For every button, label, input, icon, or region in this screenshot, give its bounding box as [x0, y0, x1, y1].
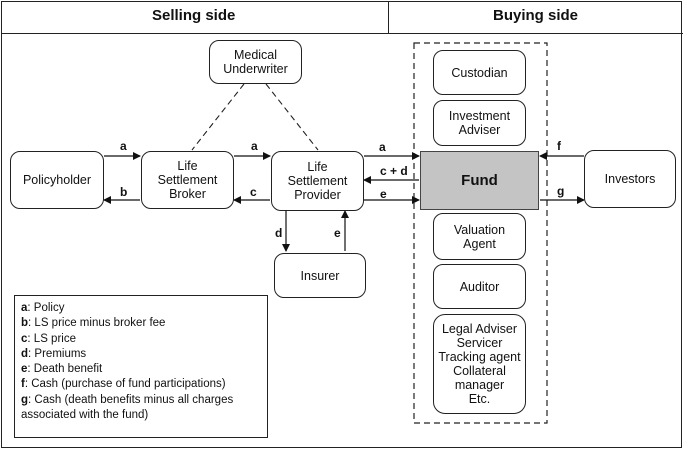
legend-row-a: a: Policy — [21, 301, 261, 316]
underwriter-provider-link — [265, 83, 319, 151]
servicer-label: Servicer — [456, 336, 503, 350]
legend-key: d — [21, 347, 29, 360]
fund-node: Fund — [420, 151, 539, 210]
label-ph-broker-bottom: b — [120, 185, 128, 199]
label-broker-provider-top: a — [251, 139, 258, 153]
investors-label: Investors — [604, 172, 656, 186]
valuation-agent-line2: Agent — [463, 236, 496, 251]
legend-text: : LS price — [27, 332, 76, 345]
legend-key: e — [21, 363, 28, 376]
legend-row-c: c: LS price — [21, 332, 261, 347]
legend-box: a: Policy b: LS price minus broker fee c… — [14, 295, 268, 438]
label-provider-fund-top: a — [379, 140, 386, 154]
insurer-label: Insurer — [300, 268, 340, 283]
legend-row-d: d: Premiums — [21, 347, 261, 362]
legend-key: b — [21, 317, 29, 330]
fund-label: Fund — [461, 172, 498, 189]
legend-text: : Premiums — [28, 347, 87, 360]
provider-line3: Provider — [294, 188, 341, 202]
insurer-node: Insurer — [274, 253, 366, 298]
valuation-agent-line1: Valuation — [453, 222, 506, 237]
auditor-node: Auditor — [433, 264, 526, 309]
buying-side-header: Buying side — [493, 7, 579, 24]
legend-text: : Policy — [27, 302, 65, 314]
legend-text: : Cash (purchase of fund participations) — [24, 378, 226, 391]
legend-row-e: e: Death benefit — [21, 362, 261, 377]
provider-line2: Settlement — [287, 174, 348, 188]
label-broker-provider-bottom: c — [250, 185, 257, 199]
legend-key: c — [21, 332, 28, 345]
selling-side-header: Selling side — [152, 7, 236, 24]
legend-key: g — [21, 393, 29, 406]
legal-adviser-label: Legal Adviser — [441, 322, 518, 336]
policyholder-label: Policyholder — [22, 173, 92, 187]
label-ph-broker-top: a — [120, 139, 127, 153]
label-provider-insurer: d — [275, 226, 283, 240]
legend-row-b: b: LS price minus broker fee — [21, 316, 261, 331]
label-insurer-provider: e — [334, 226, 341, 240]
legend-key: a — [21, 302, 28, 314]
auditor-label: Auditor — [459, 279, 500, 294]
investment-adviser-line1: Investment — [448, 109, 511, 123]
tracking-agent-label: Tracking agent — [438, 350, 521, 364]
header-divider — [388, 1, 389, 34]
legend-text: : LS price minus broker fee — [28, 317, 166, 330]
fund-structure-boundary — [413, 42, 548, 424]
collateral-line2: manager — [454, 378, 505, 392]
broker-line3: Broker — [169, 187, 206, 201]
legend-key: f — [21, 378, 25, 391]
header-separator — [1, 33, 683, 34]
label-fund-investors: g — [557, 184, 565, 198]
provider-line1: Life — [307, 160, 328, 174]
legend-row-g: g: Cash (death benefits minus all charge… — [21, 393, 261, 424]
label-investors-fund: f — [557, 139, 561, 153]
label-provider-fund-mid: c + d — [380, 164, 408, 178]
underwriter-broker-link — [191, 83, 245, 151]
legend-row-f: f: Cash (purchase of fund participations… — [21, 377, 261, 392]
medical-underwriter-line1: Medical — [233, 48, 278, 62]
etc-label: Etc. — [468, 392, 491, 406]
broker-line2: Settlement — [157, 173, 218, 187]
custodian-label: Custodian — [451, 65, 508, 80]
policyholder-node: Policyholder — [10, 151, 104, 209]
label-provider-fund-bottom: e — [380, 187, 387, 201]
custodian-node: Custodian — [433, 50, 526, 95]
investment-adviser-line2: Adviser — [458, 123, 501, 137]
legend-text: : Cash (death benefits minus all charges… — [21, 393, 234, 422]
medical-underwriter-line2: Underwriter — [223, 62, 288, 76]
broker-line1: Life — [177, 159, 198, 173]
collateral-line1: Collateral — [453, 364, 506, 378]
investors-node: Investors — [584, 150, 676, 208]
legend-text: : Death benefit — [27, 363, 103, 376]
